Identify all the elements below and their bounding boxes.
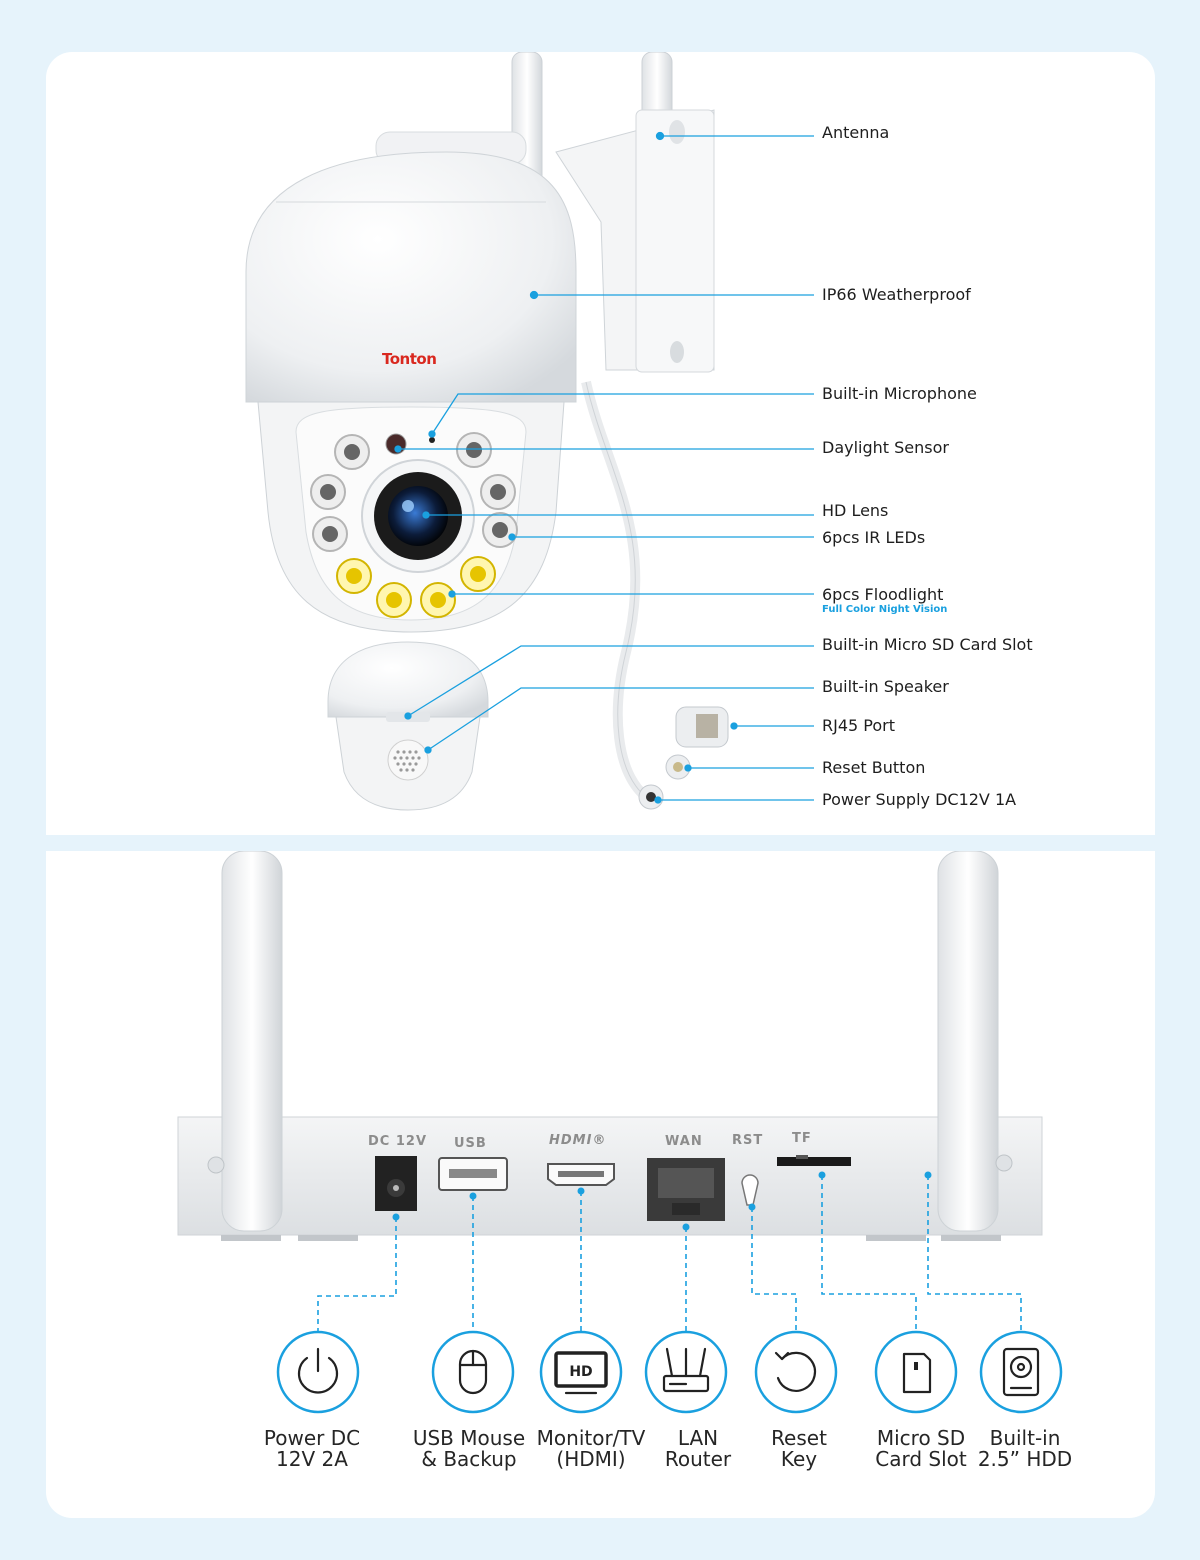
feature-circle-reset bbox=[754, 1330, 838, 1414]
nvr-antenna-left bbox=[221, 851, 283, 1232]
port-leader-lines bbox=[317, 1175, 1022, 1333]
callout-sd-slot: Built-in Micro SD Card Slot bbox=[822, 635, 1033, 654]
callout-reset-button: Reset Button bbox=[822, 758, 926, 777]
nvr-illustration: HD bbox=[177, 851, 1063, 1414]
camera-illustration bbox=[245, 52, 814, 811]
feature-circle-sd bbox=[874, 1330, 958, 1414]
port-label-usb: USB bbox=[454, 1136, 487, 1151]
callout-power-supply: Power Supply DC12V 1A bbox=[822, 790, 1017, 809]
callout-ir-leds: 6pcs IR LEDs bbox=[822, 528, 926, 547]
speaker-grille bbox=[387, 739, 429, 781]
callout-speaker: Built-in Speaker bbox=[822, 677, 949, 696]
brand-logo: Tonton bbox=[382, 350, 437, 368]
camera-cable bbox=[581, 380, 650, 801]
microphone-hole bbox=[429, 437, 435, 443]
callout-floodlight-sub: Full Color Night Vision bbox=[822, 604, 948, 615]
callout-hd-lens: HD Lens bbox=[822, 501, 889, 520]
camera-panel: Tonton Antenna IP66 Weatherproof Built-i… bbox=[46, 52, 1155, 835]
monitor-hd-icon bbox=[554, 1351, 608, 1395]
hdd-icon bbox=[1002, 1347, 1040, 1397]
floodlights bbox=[336, 556, 496, 618]
router-icon bbox=[662, 1347, 710, 1393]
tf-slot bbox=[777, 1157, 851, 1166]
camera-side-view bbox=[327, 641, 489, 811]
callout-microphone: Built-in Microphone bbox=[822, 384, 977, 403]
callout-weatherproof: IP66 Weatherproof bbox=[822, 285, 971, 304]
mouse-icon bbox=[458, 1349, 488, 1395]
hd-icon-text: HD bbox=[569, 1364, 592, 1380]
feature-circle-hdd bbox=[979, 1330, 1063, 1414]
port-label-tf: TF bbox=[792, 1131, 812, 1146]
sd-card-icon bbox=[902, 1352, 932, 1394]
callout-floodlight: 6pcs Floodlight bbox=[822, 585, 944, 604]
rst-pinhole bbox=[741, 1174, 759, 1206]
callout-rj45: RJ45 Port bbox=[822, 716, 895, 735]
port-label-dc: DC 12V bbox=[368, 1134, 428, 1149]
ir-leds bbox=[310, 432, 518, 552]
feature-usb: USB Mouse& Backup bbox=[412, 1426, 526, 1471]
port-label-rst: RST bbox=[732, 1133, 764, 1148]
reset-icon bbox=[774, 1351, 817, 1392]
callout-antenna: Antenna bbox=[822, 123, 890, 142]
nvr-antenna-right bbox=[937, 851, 999, 1232]
port-label-hdmi: HDMI® bbox=[549, 1133, 607, 1148]
callout-daylight-sensor: Daylight Sensor bbox=[822, 438, 949, 457]
power-icon bbox=[297, 1347, 339, 1394]
callout-lines bbox=[394, 131, 814, 804]
port-label-wan: WAN bbox=[665, 1134, 703, 1149]
camera-dome bbox=[245, 151, 577, 403]
feature-circle-usb bbox=[431, 1330, 515, 1414]
feature-hdmi: Monitor/TV(HDMI) bbox=[536, 1426, 646, 1471]
